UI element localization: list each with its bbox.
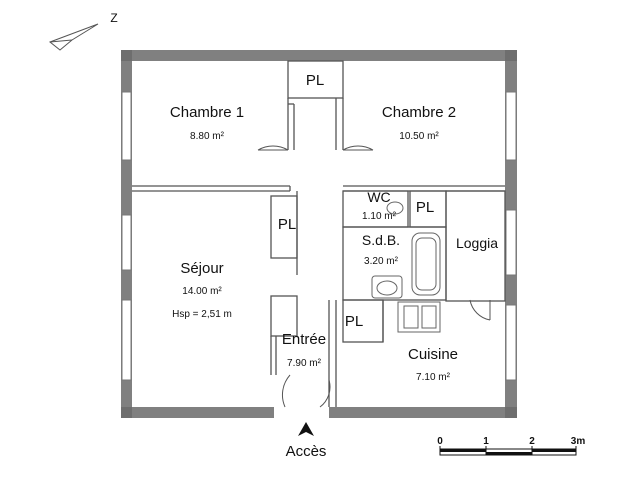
loggia-box bbox=[445, 190, 506, 302]
room-name-sejour: Séjour bbox=[180, 260, 224, 277]
compass-icon bbox=[49, 23, 99, 51]
room-area-sejour: 14.00 m² bbox=[182, 286, 222, 297]
scale-tick-2: 2 bbox=[529, 436, 535, 447]
room-area-sdb: 3.20 m² bbox=[364, 256, 398, 267]
closet-sejour-2 bbox=[270, 295, 298, 337]
scale-bar bbox=[439, 446, 577, 456]
door-entree-2 bbox=[319, 379, 331, 408]
room-name-wc: WC bbox=[367, 189, 391, 205]
wall-top bbox=[121, 50, 517, 61]
window-sejour-2 bbox=[121, 299, 132, 381]
room-name-entree: Entrée bbox=[281, 331, 327, 348]
door-chambre2 bbox=[342, 145, 374, 151]
room-name-chambre1: Chambre 1 bbox=[169, 104, 245, 121]
window-cuisine bbox=[505, 304, 517, 381]
room-area-cuisine: 7.10 m² bbox=[416, 372, 450, 383]
closet-label-lower: PL bbox=[344, 313, 364, 330]
room-name-sdb: S.d.B. bbox=[361, 232, 401, 248]
closet-label-sejour: PL bbox=[277, 216, 297, 233]
access-label: Accès bbox=[285, 443, 327, 460]
closet-label-top: PL bbox=[305, 72, 325, 89]
doors bbox=[257, 145, 491, 408]
interior-walls bbox=[132, 60, 506, 407]
window-chambre2 bbox=[505, 91, 517, 161]
door-loggia bbox=[469, 299, 491, 321]
closet-label-wc: PL bbox=[415, 199, 435, 216]
room-area-entree: 7.90 m² bbox=[287, 358, 321, 369]
scale-tick-3: 3m bbox=[570, 436, 586, 447]
door-chambre1 bbox=[257, 145, 289, 151]
room-area-chambre2: 10.50 m² bbox=[399, 131, 439, 142]
room-name-chambre2: Chambre 2 bbox=[381, 104, 457, 121]
windows bbox=[121, 91, 517, 381]
window-chambre1 bbox=[121, 91, 132, 161]
closet-top bbox=[287, 60, 344, 99]
toilet bbox=[386, 201, 404, 215]
room-height-sejour: Hsp = 2,51 m bbox=[172, 309, 232, 320]
compass-label: Z bbox=[110, 11, 118, 25]
sink bbox=[371, 275, 403, 299]
kitchen-sink bbox=[397, 301, 441, 333]
window-sejour-1 bbox=[121, 214, 132, 271]
room-name-cuisine: Cuisine bbox=[407, 346, 459, 363]
scale-tick-1: 1 bbox=[483, 436, 489, 447]
room-area-wc: 1.10 m² bbox=[362, 211, 396, 222]
window-loggia bbox=[505, 209, 517, 276]
fixtures bbox=[371, 201, 441, 333]
room-name-loggia: Loggia bbox=[455, 235, 499, 251]
wall-bottom-left bbox=[121, 407, 274, 418]
bathtub bbox=[411, 232, 441, 296]
room-area-chambre1: 8.80 m² bbox=[190, 131, 224, 142]
wall-bottom-right bbox=[329, 407, 517, 418]
door-entree bbox=[281, 374, 291, 408]
scale-tick-0: 0 bbox=[437, 436, 443, 447]
access-arrow-icon bbox=[298, 422, 314, 436]
